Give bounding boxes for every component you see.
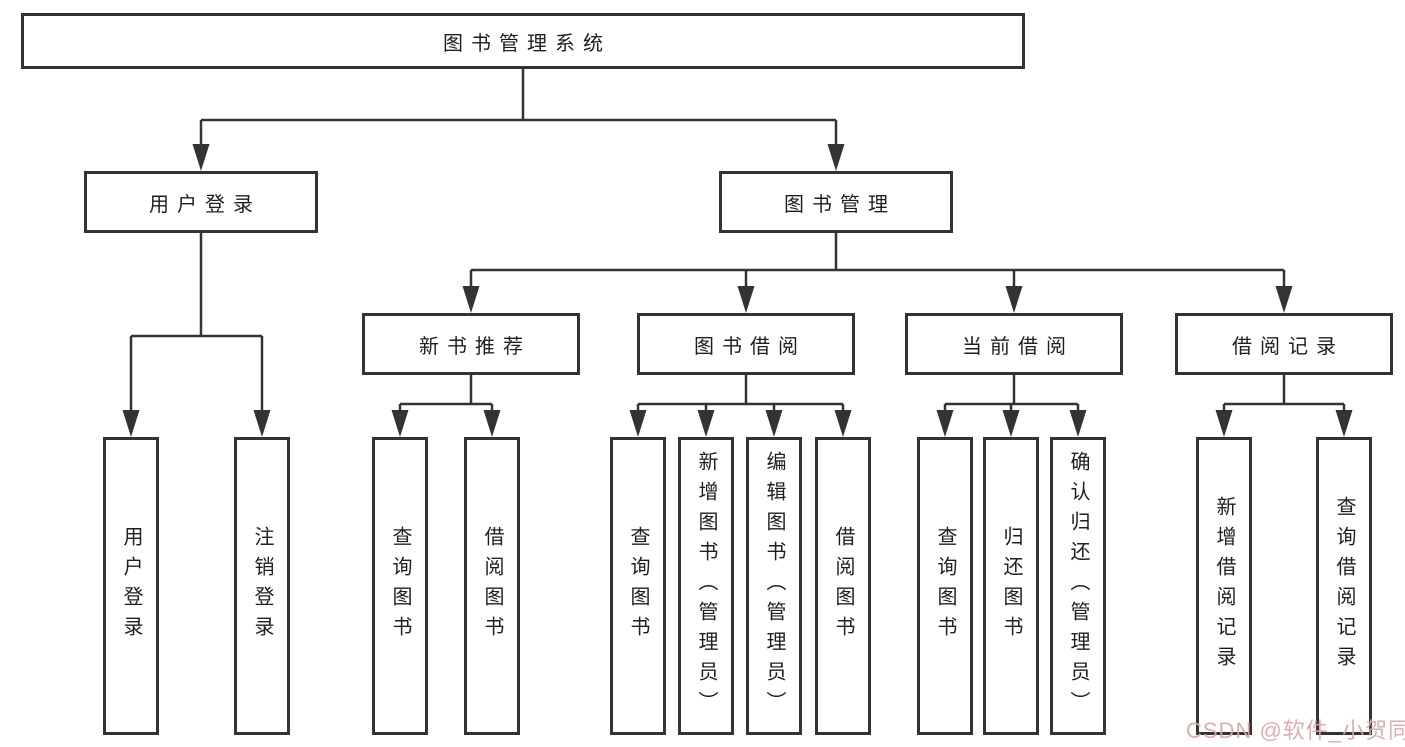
leaf-edit-book-admin: 编辑图书（管理员） xyxy=(746,437,802,735)
leaf-confirm-return-admin: 确认归还（管理员） xyxy=(1050,437,1106,735)
arrow-down-icon xyxy=(1005,286,1023,313)
node-root: 图书管理系统 xyxy=(21,13,1025,69)
arrow-down-icon xyxy=(765,410,783,437)
leaf-borrow-books-rec: 借阅图书 xyxy=(464,437,520,735)
arrow-down-icon xyxy=(192,144,210,171)
arrow-down-icon xyxy=(253,410,271,437)
node-book-borrow: 图书借阅 xyxy=(637,313,855,375)
arrow-down-icon xyxy=(1215,410,1233,437)
arrow-down-icon xyxy=(936,410,954,437)
leaf-query-books-rec: 查询图书 xyxy=(372,437,428,735)
connector-bookmgmt-to-level3 xyxy=(469,233,1286,290)
arrow-down-icon xyxy=(834,410,852,437)
leaf-add-book-admin: 新增图书（管理员） xyxy=(678,437,734,735)
arrow-down-icon xyxy=(391,410,409,437)
arrow-down-icon xyxy=(697,410,715,437)
connector-userlogin-to-leaves xyxy=(129,233,264,414)
arrow-down-icon xyxy=(462,286,480,313)
leaf-return-book: 归还图书 xyxy=(983,437,1039,735)
leaf-logout: 注销登录 xyxy=(234,437,290,735)
connector-level3-to-leaves xyxy=(398,375,1346,414)
node-new-book-rec: 新书推荐 xyxy=(362,313,580,375)
arrow-down-icon xyxy=(1069,410,1087,437)
arrow-down-icon xyxy=(122,410,140,437)
node-user-login: 用户登录 xyxy=(84,171,318,233)
watermark: CSDN @软件_小贺同学 xyxy=(1186,718,1405,743)
arrow-down-icon xyxy=(629,410,647,437)
arrow-down-icon xyxy=(483,410,501,437)
leaf-query-borrow-record: 查询借阅记录 xyxy=(1316,437,1372,735)
leaf-user-login: 用户登录 xyxy=(103,437,159,735)
arrow-down-icon xyxy=(1002,410,1020,437)
connector-root-to-level2 xyxy=(199,69,838,148)
arrow-down-icon xyxy=(1275,286,1293,313)
node-book-mgmt: 图书管理 xyxy=(719,171,953,233)
arrow-down-icon xyxy=(737,286,755,313)
leaf-query-books-borrow: 查询图书 xyxy=(610,437,666,735)
arrow-down-icon xyxy=(827,144,845,171)
arrow-down-icon xyxy=(1335,410,1353,437)
node-borrow-records: 借阅记录 xyxy=(1175,313,1393,375)
node-current-borrow: 当前借阅 xyxy=(905,313,1123,375)
leaf-query-books-current: 查询图书 xyxy=(917,437,973,735)
leaf-borrow-books-borrow: 借阅图书 xyxy=(815,437,871,735)
leaf-add-borrow-record: 新增借阅记录 xyxy=(1196,437,1252,735)
arrowheads xyxy=(122,144,1353,437)
